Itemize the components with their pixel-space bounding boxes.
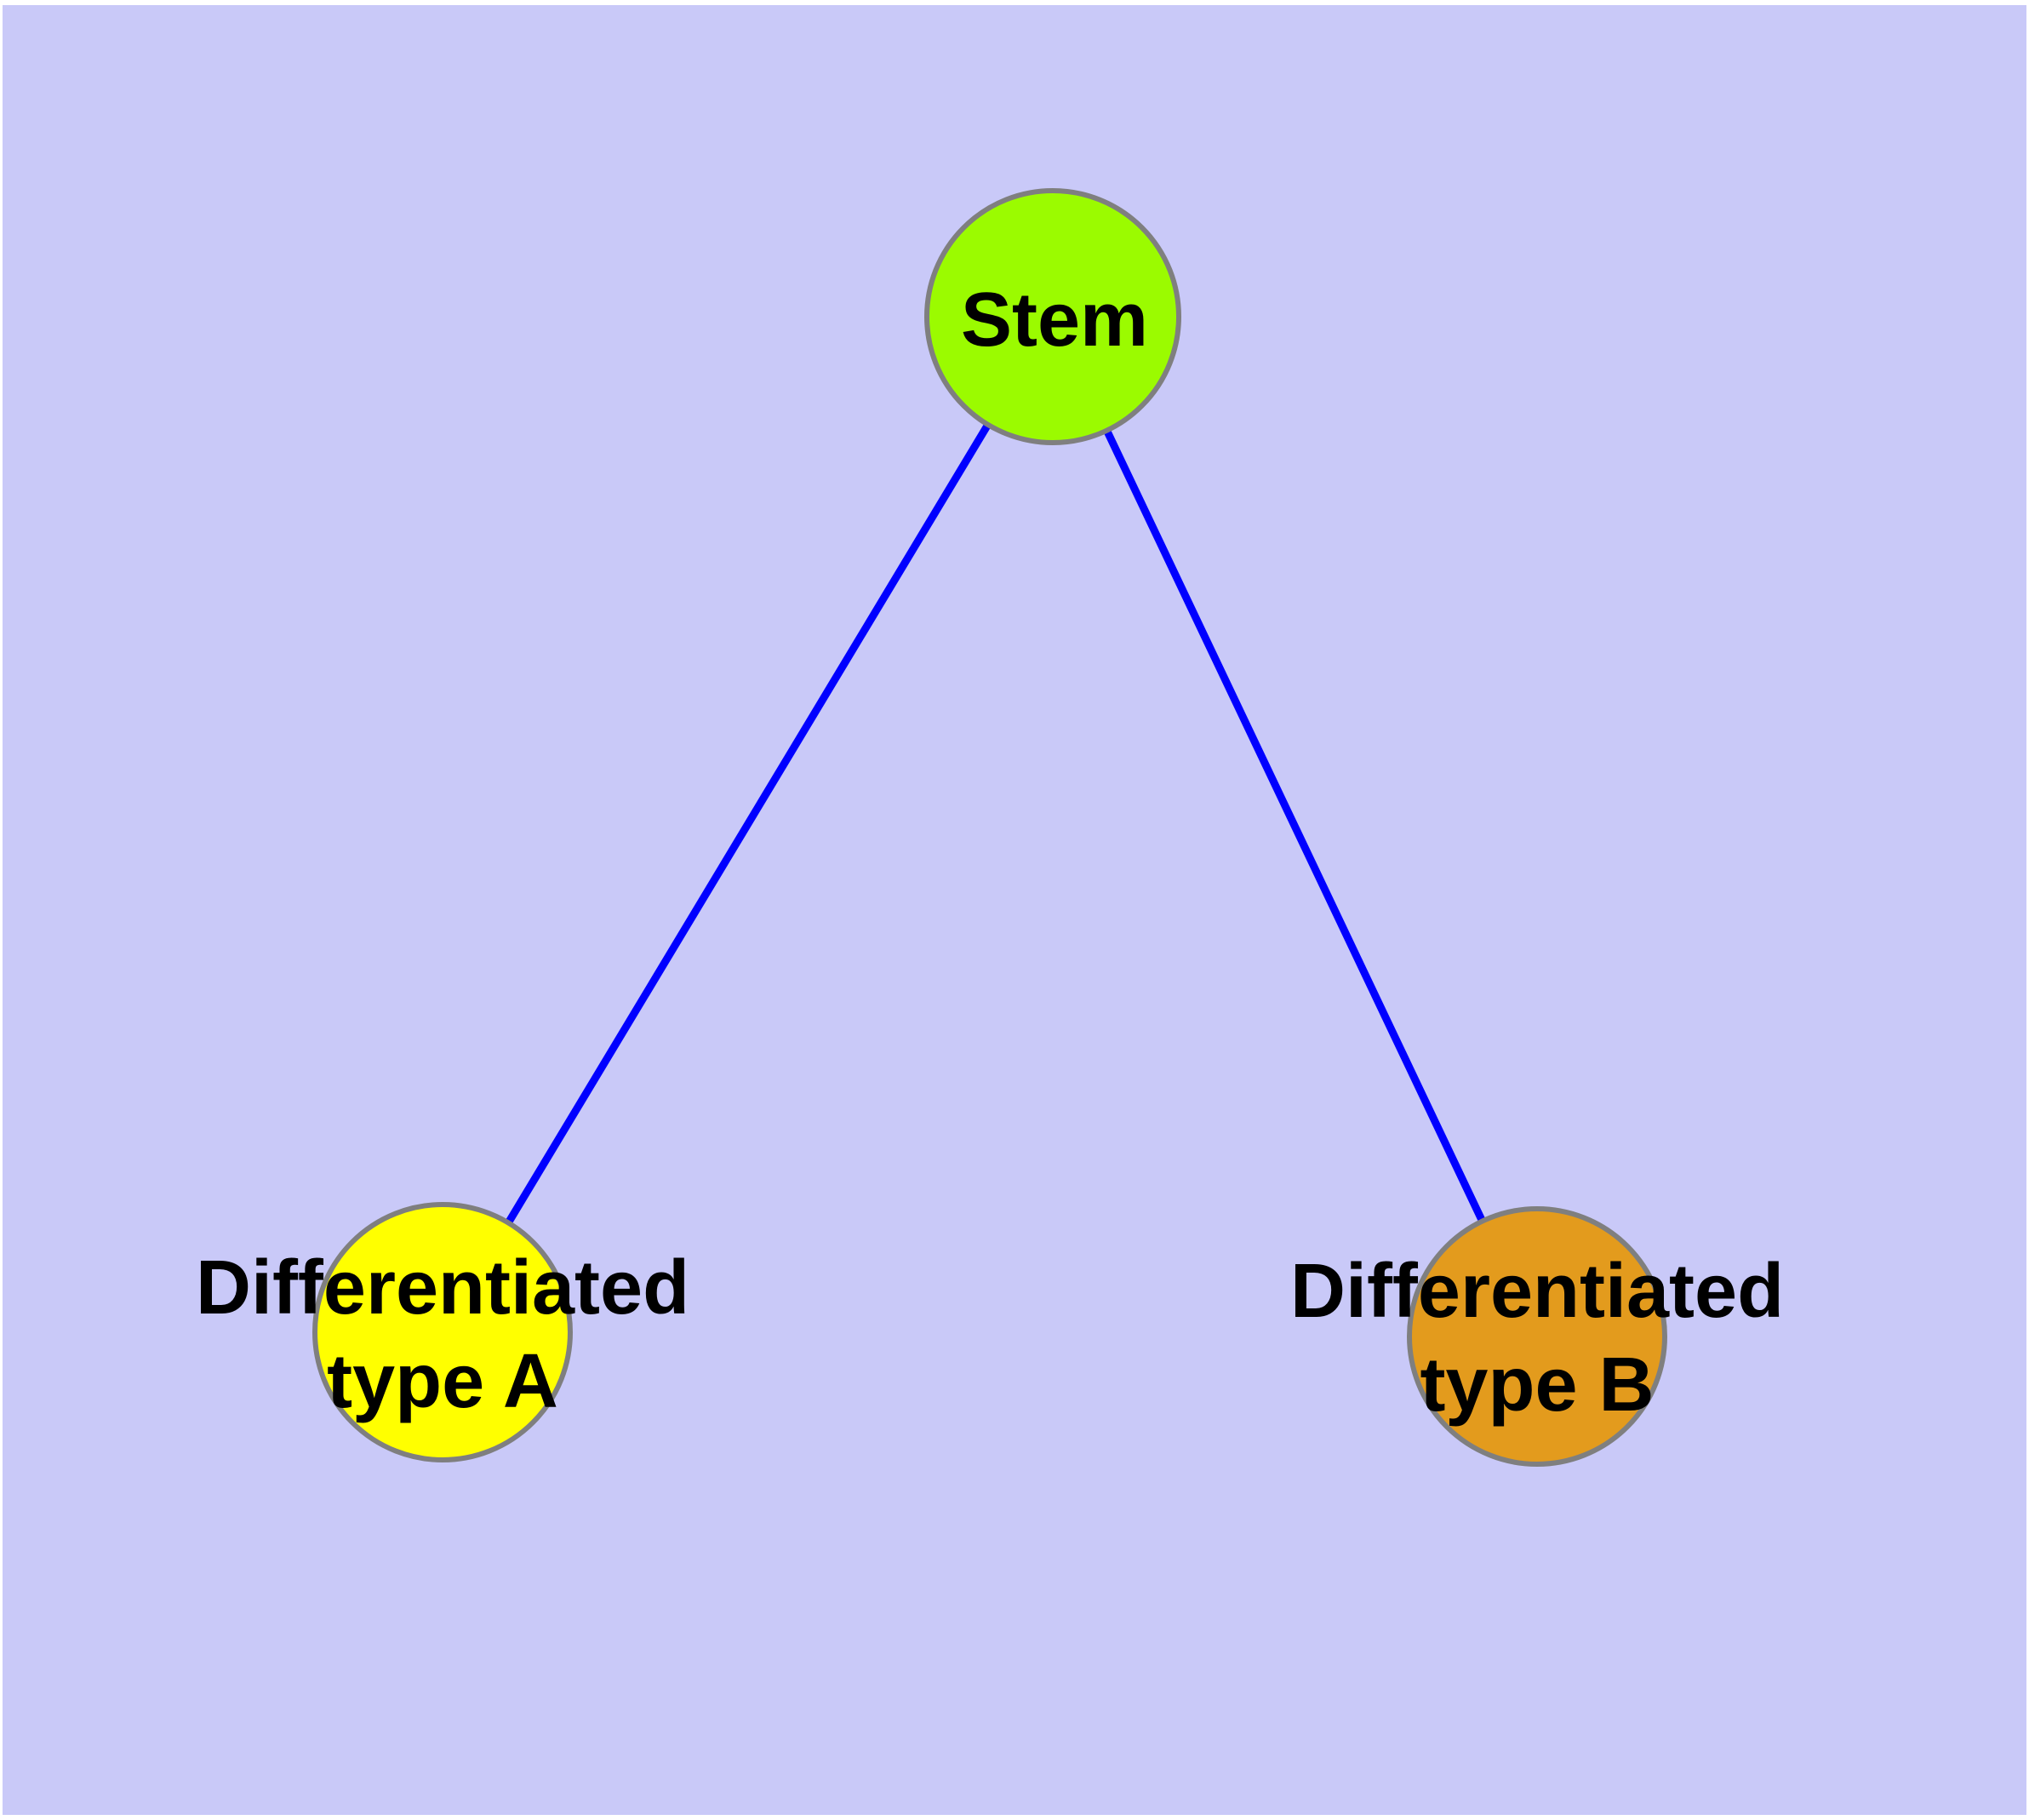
node-type-a-label-line1: Differentiated xyxy=(195,1245,690,1331)
edge-stem-to-type-a xyxy=(439,314,1056,1335)
node-type-b-label-line2: type B xyxy=(1420,1342,1655,1428)
node-type-a-circle xyxy=(312,1202,573,1462)
node-type-a-label-line2: type A xyxy=(327,1339,558,1424)
node-stem-label-text: Stem xyxy=(960,278,1149,363)
node-stem-label: Stem xyxy=(961,273,1148,367)
node-type-b-label: Differentiated type B xyxy=(1290,1245,1784,1432)
node-stem-circle xyxy=(924,188,1181,445)
node-type-a-label: Differentiated type A xyxy=(196,1241,689,1428)
node-type-b-circle xyxy=(1407,1206,1667,1467)
edge-stem-to-type-b xyxy=(1049,315,1541,1338)
node-type-b-label-line1: Differentiated xyxy=(1289,1249,1785,1334)
